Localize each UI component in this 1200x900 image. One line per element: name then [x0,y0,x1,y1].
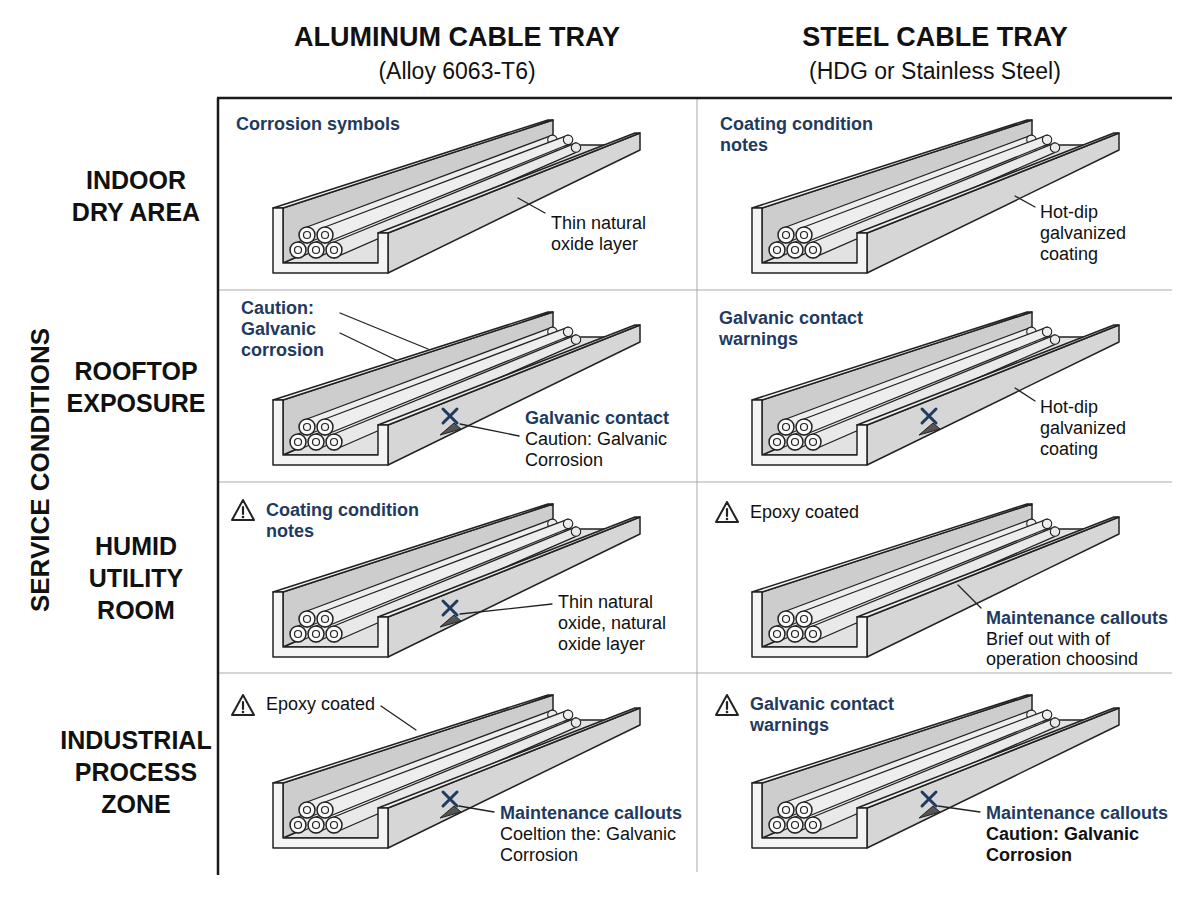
corrosion-mark [919,792,940,818]
leader-line [518,198,545,213]
corrosion-mark [440,409,461,435]
callout-text: Hot-dip galvanized coating [1040,202,1152,265]
axis-label: SERVICE CONDITIONS [24,328,56,612]
callout-text: Thin natural oxide layer [551,213,669,255]
callout-heading: Galvanic contact warnings [719,308,889,350]
row-label: HUMID UTILITY ROOM [58,530,214,626]
corrosion-mark [919,409,940,435]
caution-text: Caution: Galvanic Corrosion [525,429,690,471]
leader-line [938,806,980,812]
leader-line [1015,388,1035,401]
leader-line [340,313,428,349]
callout-text: Hot-dip galvanized coating [1040,397,1152,460]
callout-heading: Maintenance callouts [986,803,1186,824]
leader-lines [340,196,1035,812]
row-label: ROOFTOP EXPOSURE [58,355,214,419]
callout-text: Epoxy coated [266,694,375,715]
caution-text: Coeltion the: Galvanic Corrosion [500,824,695,866]
callout-text: Epoxy coated [750,502,859,523]
caution-heading: Caution: Galvanic corrosion [241,298,336,361]
callout-heading: Corrosion symbols [236,114,496,135]
callout-heading: Maintenance callouts [500,803,695,824]
row-label: INDOOR DRY AREA [58,164,214,228]
callout-text: Thin natural oxide, natural oxide layer [558,592,683,655]
callout-heading: Maintenance callouts [986,608,1186,628]
row-divider [219,290,1172,291]
leader-line [1015,196,1035,207]
corrosion-mark [440,601,461,627]
column-header: ALUMINUM CABLE TRAY [227,20,687,54]
leader-line [459,806,494,812]
table-header-rule [217,97,1172,100]
leader-line [460,604,552,614]
warning-icon [716,695,738,715]
corrosion-mark [440,792,461,818]
table-axis [217,98,220,875]
callout-heading: Coating condition notes [266,500,441,542]
row-divider [219,482,1172,483]
callout-heading: Coating condition notes [720,114,895,156]
callout-text: Brief out with of operation choosind [986,629,1166,669]
warning-icon [232,695,254,715]
column-subheader: (Alloy 6063-T6) [227,56,687,86]
leader-line [460,424,519,436]
warning-icon [232,500,254,520]
warning-icon [716,502,738,522]
row-divider [219,673,1172,674]
column-subheader: (HDG or Stainless Steel) [705,56,1165,86]
leader-line [381,706,416,730]
leader-line [958,585,981,608]
leader-line [340,333,396,360]
column-header: STEEL CABLE TRAY [705,20,1165,54]
caution-text: Caution: Galvanic Corrosion [986,824,1186,866]
row-label: INDUSTRIAL PROCESS ZONE [58,724,214,820]
callout-heading: Galvanic contact [525,408,690,429]
column-divider [697,99,698,872]
callout-heading: Galvanic contact warnings [750,694,920,736]
